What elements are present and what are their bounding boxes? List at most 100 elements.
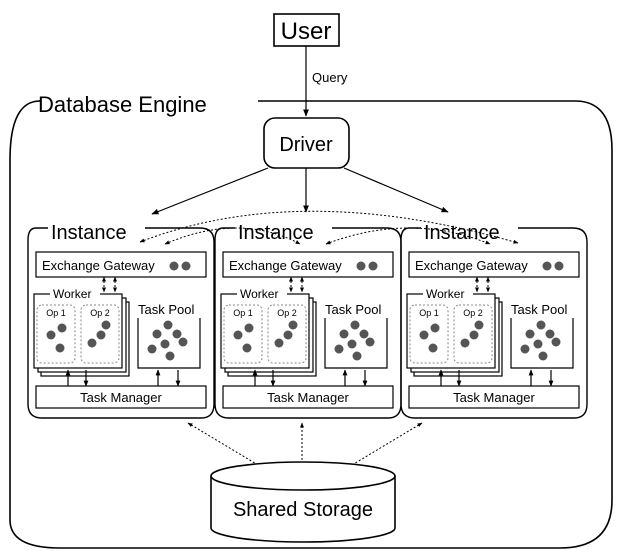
worker-label-bg xyxy=(237,288,287,300)
task-pool-box xyxy=(510,318,574,369)
instance-label: Instance xyxy=(238,222,314,244)
driver-to-instance-3-arrow xyxy=(343,167,449,213)
task-pool-dot xyxy=(147,344,157,354)
driver-label: Driver xyxy=(279,134,333,156)
op-dot xyxy=(101,320,111,330)
op-dot xyxy=(460,338,470,348)
gateway-dot xyxy=(368,261,378,271)
op-dot xyxy=(55,343,65,353)
op-label: Op 1 xyxy=(46,308,66,318)
op-dot xyxy=(474,320,484,330)
task-pool-dot xyxy=(334,344,344,354)
user-box xyxy=(273,13,340,47)
op-dot xyxy=(288,320,298,330)
task-pool-dot xyxy=(152,329,162,339)
database-engine-label: Database Engine xyxy=(38,92,207,117)
user-label: User xyxy=(281,18,332,45)
task-pool-dot xyxy=(536,320,546,330)
task-pool-dot xyxy=(551,337,561,347)
task-pool-label: Task Pool xyxy=(511,302,567,317)
instance-frame xyxy=(27,227,215,419)
exchange-arc-1-3 xyxy=(139,210,519,244)
task-pool-dot xyxy=(339,329,349,339)
op-dot xyxy=(419,330,429,340)
worker-label: Worker xyxy=(53,287,91,301)
op-dot xyxy=(428,343,438,353)
storage-to-instance-1-arrow xyxy=(187,422,259,466)
task-pool-dot xyxy=(165,351,175,361)
task-pool-box xyxy=(324,318,388,369)
op-dot xyxy=(469,330,479,340)
op-box xyxy=(223,304,263,364)
task-pool-dot xyxy=(520,344,530,354)
storage-to-instance-3-arrow xyxy=(351,422,423,466)
op-dot xyxy=(244,323,254,333)
driver-to-instance-1-arrow xyxy=(151,167,269,215)
op-label: Op 2 xyxy=(90,308,110,318)
instance-label: Instance xyxy=(51,222,127,244)
task-pool-dot xyxy=(350,320,360,330)
task-manager-box xyxy=(222,385,394,409)
op-box xyxy=(36,304,76,364)
exchange-gateway-label: Exchange Gateway xyxy=(415,258,528,273)
task-manager-label: Task Manager xyxy=(267,390,349,405)
worker-label-bg xyxy=(50,288,100,300)
task-pool-dot xyxy=(525,329,535,339)
op-dot xyxy=(87,338,97,348)
gateway-dot xyxy=(542,261,552,271)
task-manager-label: Task Manager xyxy=(80,390,162,405)
query-label: Query xyxy=(312,70,348,85)
op-dot xyxy=(274,338,284,348)
task-manager-label: Task Manager xyxy=(453,390,535,405)
task-pool-dot xyxy=(359,329,369,339)
op-label: Op 1 xyxy=(233,308,253,318)
exchange-arc-1-2 xyxy=(164,227,301,245)
task-pool-dot xyxy=(538,351,548,361)
gateway-dot xyxy=(169,261,179,271)
op-box xyxy=(409,304,449,364)
database-engine-frame xyxy=(9,100,613,549)
worker-label: Worker xyxy=(426,287,464,301)
gateway-dot xyxy=(554,261,564,271)
task-pool-dot xyxy=(533,339,543,349)
gateway-dot xyxy=(356,261,366,271)
shared-storage: Shared Storage xyxy=(210,461,396,543)
op-dot xyxy=(57,323,67,333)
task-pool-label: Task Pool xyxy=(138,302,194,317)
task-pool-dot xyxy=(160,339,170,349)
task-pool-box xyxy=(137,318,201,369)
task-pool-dot xyxy=(172,329,182,339)
task-pool-dot xyxy=(545,329,555,339)
worker-label: Worker xyxy=(240,287,278,301)
exchange-gateway-label: Exchange Gateway xyxy=(42,258,155,273)
op-label: Op 2 xyxy=(463,308,483,318)
task-manager-box xyxy=(408,385,580,409)
op-dot xyxy=(242,343,252,353)
task-pool-dot xyxy=(163,320,173,330)
task-manager-box xyxy=(35,385,207,409)
task-pool-dot xyxy=(347,339,357,349)
op-label: Op 2 xyxy=(277,308,297,318)
gateway-dot xyxy=(181,261,191,271)
instance-frame xyxy=(214,227,402,419)
instance-frame xyxy=(400,227,588,419)
shared-storage-label: Shared Storage xyxy=(233,499,373,521)
exchange-gateway-label: Exchange Gateway xyxy=(229,258,342,273)
task-pool-label: Task Pool xyxy=(325,302,381,317)
task-pool-dot xyxy=(365,337,375,347)
op-dot xyxy=(283,330,293,340)
instance-label: Instance xyxy=(424,222,500,244)
op-dot xyxy=(96,330,106,340)
op-dot xyxy=(430,323,440,333)
worker-label-bg xyxy=(423,288,473,300)
op-label: Op 1 xyxy=(419,308,439,318)
op-dot xyxy=(46,330,56,340)
task-pool-dot xyxy=(352,351,362,361)
op-dot xyxy=(233,330,243,340)
task-pool-dot xyxy=(178,337,188,347)
